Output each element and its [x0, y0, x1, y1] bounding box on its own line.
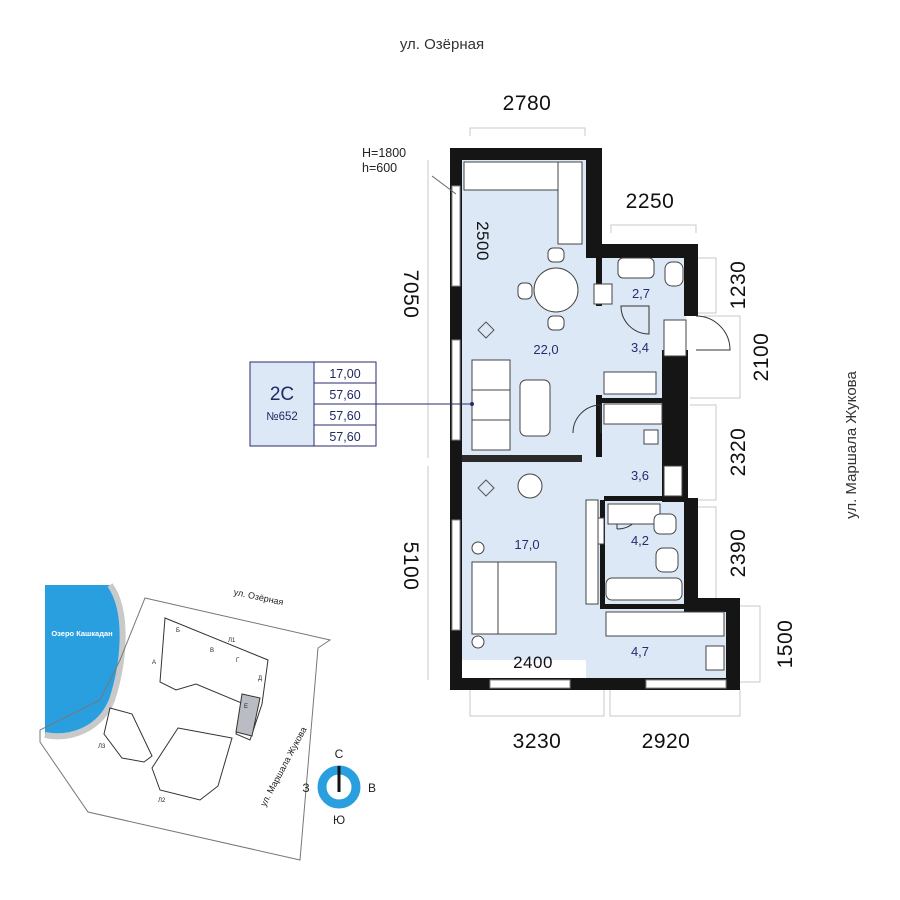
dim-right-3: 2320: [727, 428, 750, 477]
plant-icons: [477, 321, 495, 497]
room-area-bedroom: 17,0: [514, 537, 539, 552]
lake-label: Озеро Кашкадан: [51, 629, 112, 638]
room-area-bath-small: 2,7: [632, 286, 650, 301]
site-label-l2: Л2: [158, 798, 166, 804]
compass-west: З: [302, 781, 309, 795]
site-label-l1: Л1: [228, 638, 236, 644]
room-area-corridor: 4,7: [631, 644, 649, 659]
street-label-top: ул. Озёрная: [400, 36, 484, 53]
dim-right-1: 1230: [727, 261, 750, 310]
dim-left-upper: 7050: [399, 270, 422, 319]
dim-bottom-left: 3230: [513, 730, 562, 753]
dim-right-2: 2100: [750, 333, 773, 382]
info-value-4: 57,60: [329, 430, 360, 444]
room-area-bathroom: 4,2: [631, 533, 649, 548]
site-label-v: В: [210, 648, 214, 654]
compass-east: В: [368, 781, 376, 795]
street-label-right: ул. Маршала Жукова: [843, 371, 860, 519]
compass-north: С: [335, 747, 344, 761]
dim-inner-living: 2500: [473, 221, 492, 261]
site-street-top: ул. Озёрная: [233, 587, 285, 607]
dim-right-5: 1500: [774, 620, 797, 669]
apartment-type: 2С: [270, 384, 294, 405]
site-label-d: Д: [258, 676, 262, 682]
dim-right-4: 2390: [727, 529, 750, 578]
info-value-3: 57,60: [329, 409, 360, 423]
site-plan: [39, 583, 332, 861]
site-label-b: Б: [176, 628, 180, 634]
site-label-g: Г: [236, 658, 240, 664]
apartment-number: №652: [266, 411, 298, 423]
site-street-side: ул. Маршала Жукова: [258, 725, 308, 808]
info-value-2: 57,60: [329, 388, 360, 402]
site-label-l3: Л3: [98, 744, 106, 750]
window-note-upper: H=1800: [362, 146, 406, 160]
apartment-info-box: [249, 361, 474, 447]
room-area-hall: 3,4: [631, 340, 649, 355]
window-note-leader: [431, 175, 457, 195]
dim-bottom-right: 2920: [642, 730, 691, 753]
compass-icon: [317, 765, 361, 809]
dim-step-top: 2250: [626, 190, 675, 213]
room-area-living: 22,0: [533, 342, 558, 357]
dim-top: 2780: [503, 92, 552, 115]
furniture: [463, 161, 725, 671]
windows: [451, 185, 727, 689]
info-value-1: 17,00: [329, 367, 360, 381]
window-note-lower: h=600: [362, 161, 397, 175]
dimension-lines: [427, 127, 761, 717]
site-label-a: А: [152, 660, 156, 666]
room-area-closet: 3,6: [631, 468, 649, 483]
site-label-e: Е: [244, 704, 248, 710]
compass-south: Ю: [333, 813, 345, 827]
dim-inner-bottom: 2400: [513, 653, 553, 672]
dim-left-lower: 5100: [399, 542, 422, 591]
